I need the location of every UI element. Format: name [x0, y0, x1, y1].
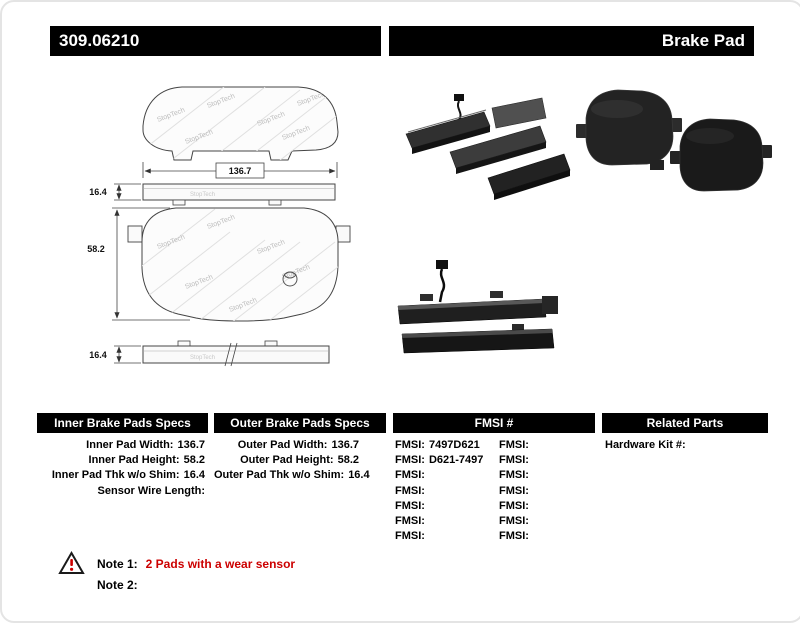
note-2-label: Note 2:	[97, 578, 138, 592]
spec-row: Sensor Wire Length:	[97, 484, 205, 497]
product-photo-edge-view	[397, 260, 558, 354]
technical-drawing: StopTech StopTech StopTech StopTech Stop…	[87, 86, 351, 367]
dim-thickness-top-label: 16.4	[89, 187, 107, 197]
related-parts-rows: Hardware Kit #:	[605, 438, 768, 453]
watermark-text: StopTech	[190, 355, 215, 361]
fmsi-row: FMSI:FMSI:	[395, 514, 529, 527]
dim-height-label: 58.2	[87, 244, 105, 254]
inner-specs-header: Inner Brake Pads Specs	[37, 413, 208, 433]
note-1-text: 2 Pads with a wear sensor	[145, 557, 296, 571]
dim-thickness-bottom-label: 16.4	[89, 350, 107, 360]
fmsi-header: FMSI #	[393, 413, 595, 433]
product-photo-pad-backs	[576, 89, 772, 192]
fmsi-row: FMSI:FMSI:	[395, 469, 529, 482]
dim-width-label: 136.7	[229, 166, 252, 176]
part-number-bar: 309.06210	[50, 26, 381, 56]
outer-pad-face-drawing: StopTech StopTech StopTech StopTech Stop…	[142, 86, 339, 161]
warning-icon	[58, 551, 85, 574]
fmsi-row: FMSI:FMSI:	[395, 530, 529, 543]
thickness-dimension-top: 16.4	[89, 183, 141, 201]
width-dimension: 136.7	[142, 162, 338, 179]
part-number: 309.06210	[59, 31, 140, 50]
product-photos	[397, 89, 772, 354]
outer-specs-header: Outer Brake Pads Specs	[214, 413, 386, 433]
fmsi-row: FMSI:FMSI:	[395, 499, 529, 512]
thickness-dimension-bottom: 16.4	[89, 345, 141, 364]
outer-pad-edge-drawing: StopTech	[142, 183, 336, 206]
inner-pad-edge-drawing: StopTech	[142, 340, 330, 367]
spec-row: Inner Pad Width:136.7	[86, 439, 205, 451]
note-2: Note 2:	[97, 578, 146, 592]
note-1: Note 1: 2 Pads with a wear sensor	[97, 557, 295, 571]
inner-pad-face-drawing: StopTech StopTech StopTech StopTech Stop…	[127, 207, 351, 322]
product-type-title: Brake Pad	[661, 31, 745, 50]
note-1-label: Note 1:	[97, 557, 138, 571]
product-type-bar: Brake Pad	[389, 26, 754, 56]
spec-row: Outer Pad Height:58.2	[240, 454, 359, 467]
height-dimension: 58.2	[87, 207, 190, 321]
spec-row: Inner Pad Thk w/o Shim:16.4	[51, 469, 205, 482]
related-parts-header: Related Parts	[602, 413, 768, 433]
outer-specs-rows: Outer Pad Width:136.7 Outer Pad Height:5…	[214, 438, 386, 484]
watermark-text: StopTech	[190, 192, 215, 198]
product-photo-angled-pads	[405, 94, 571, 200]
fmsi-row: FMSI:FMSI:	[395, 484, 529, 497]
inner-specs-rows: Inner Pad Width:136.7 Inner Pad Height:5…	[37, 438, 208, 499]
spec-row: Hardware Kit #:	[605, 439, 686, 451]
spec-row: Inner Pad Height:58.2	[88, 454, 205, 467]
spec-row: Outer Pad Thk w/o Shim:16.4	[214, 469, 370, 482]
spec-row: Outer Pad Width:136.7	[237, 439, 359, 451]
wear-sensor-symbol	[282, 271, 298, 287]
